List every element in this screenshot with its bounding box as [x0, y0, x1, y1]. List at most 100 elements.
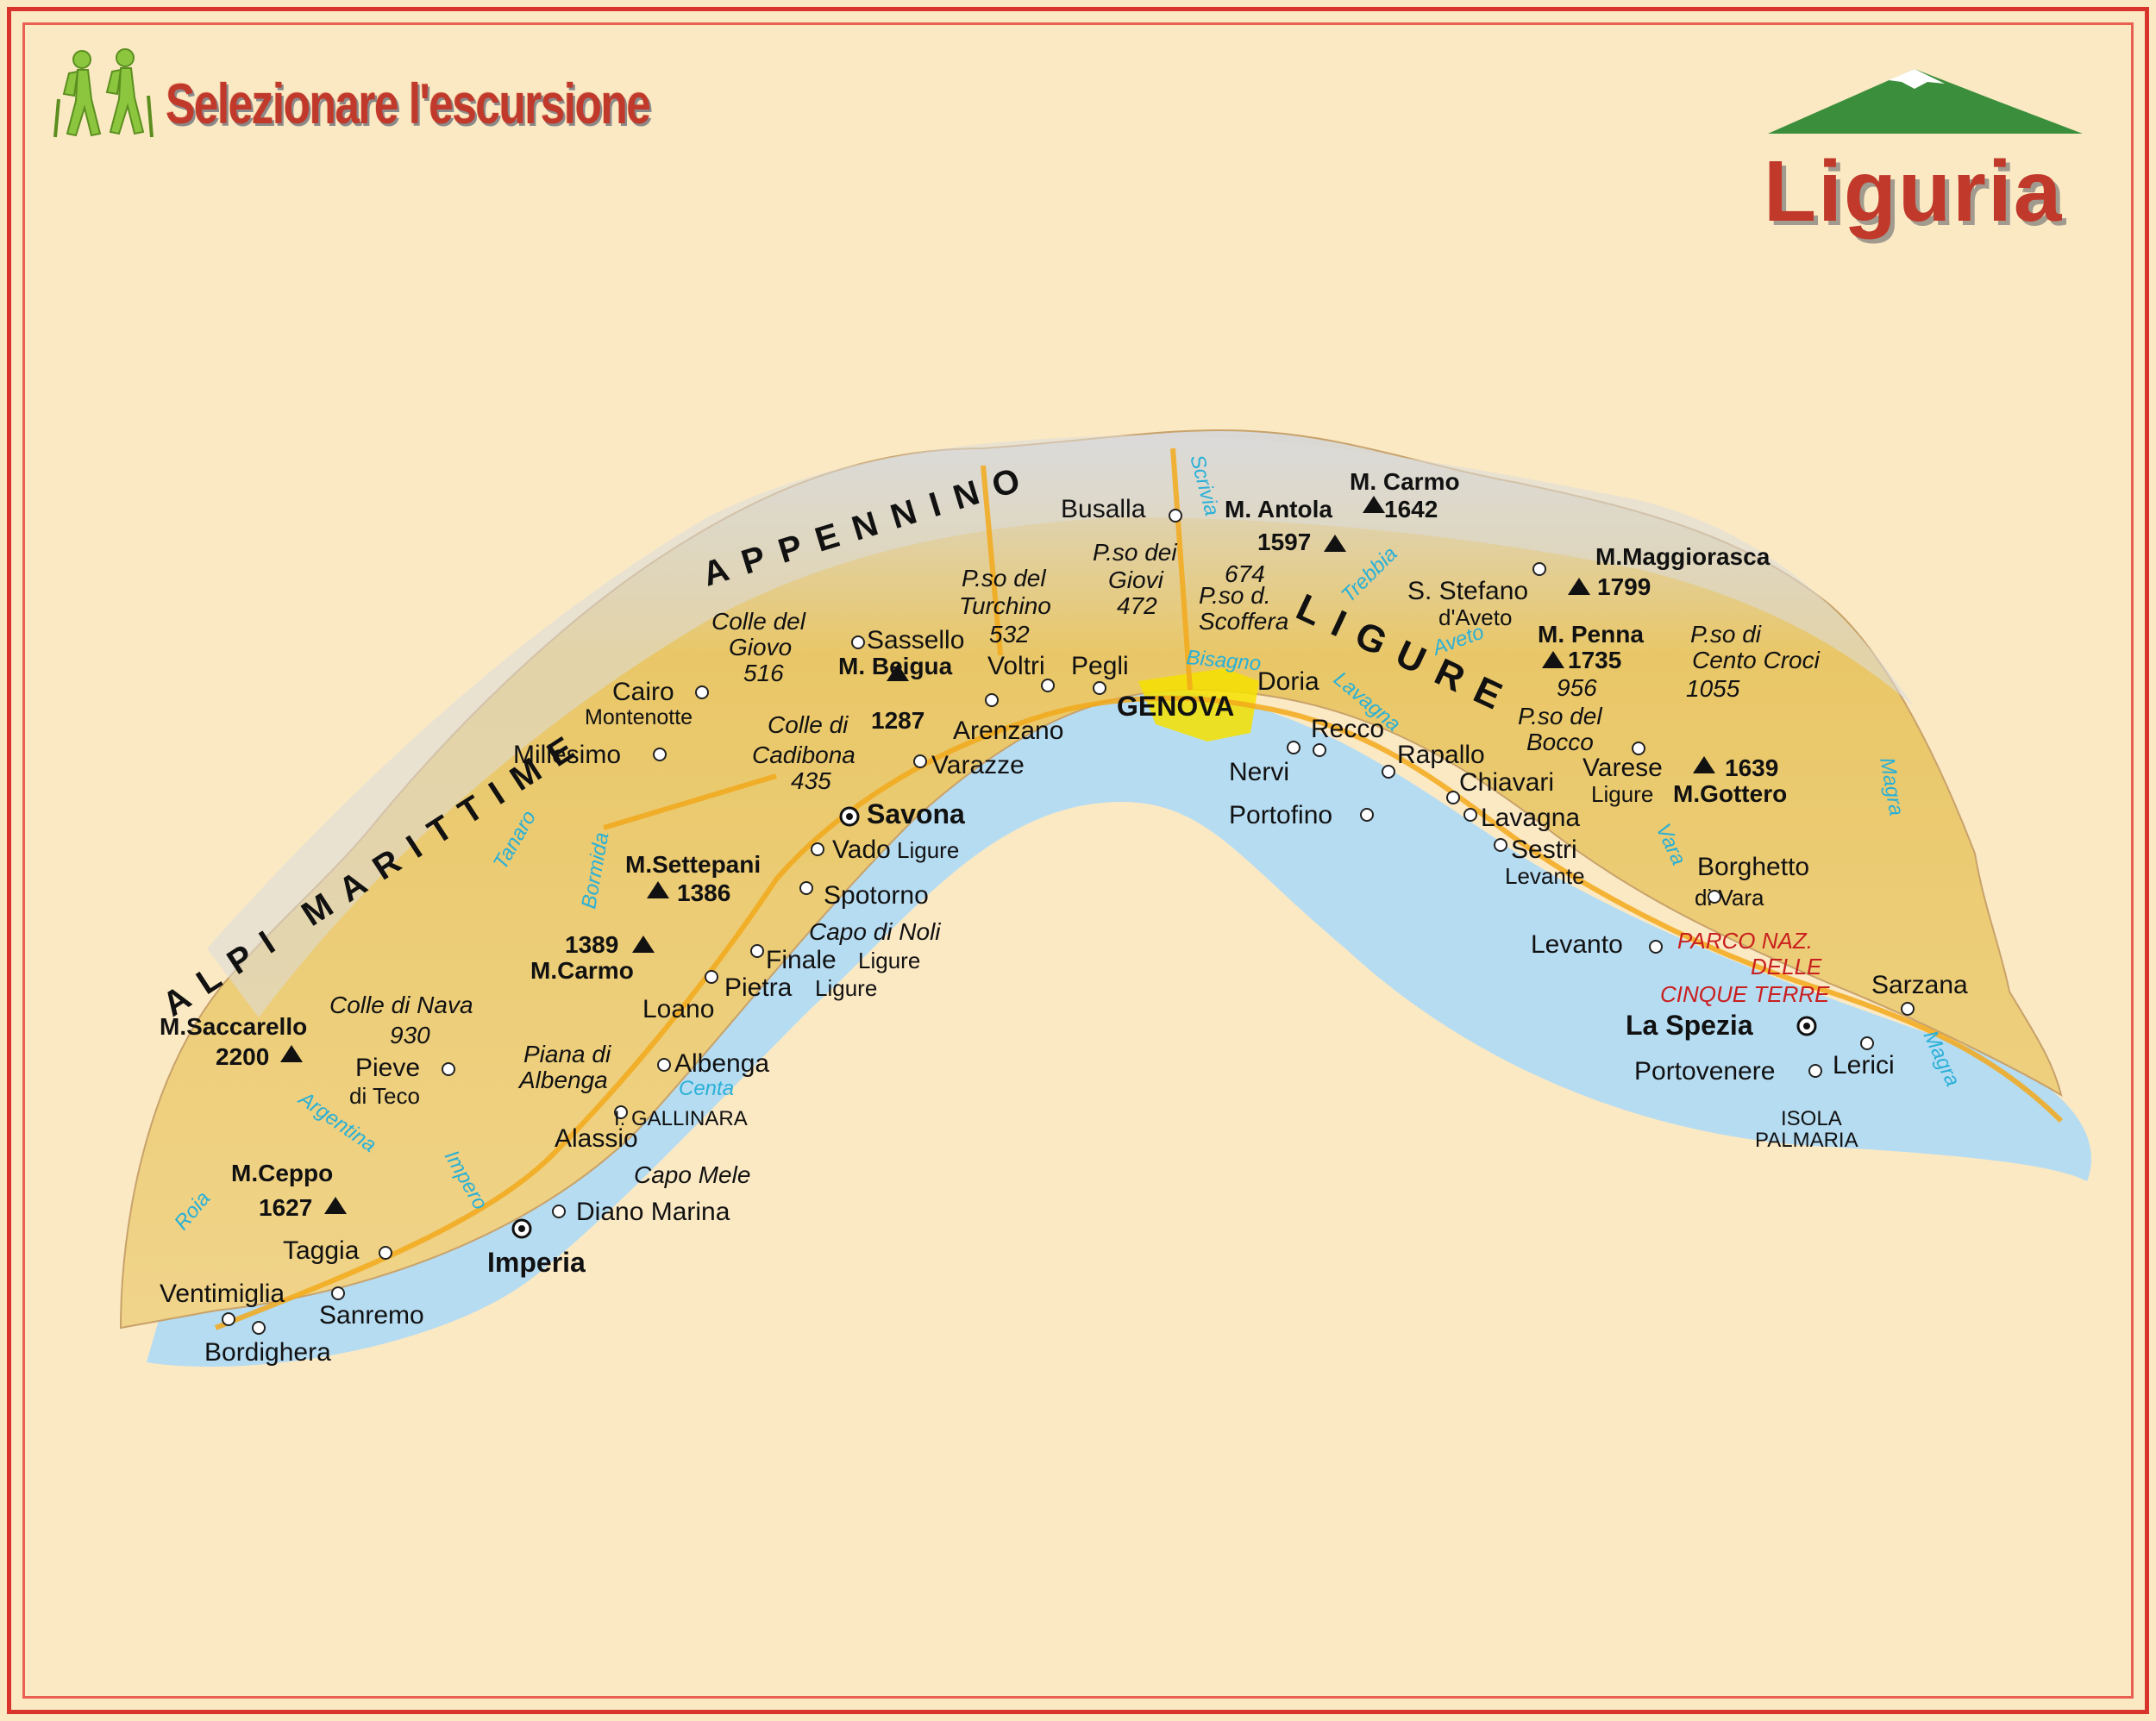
- pass-scoffera-height: 674: [1225, 560, 1265, 587]
- pass-giovo-1: Colle del: [711, 608, 806, 635]
- city-montenotte: Montenotte: [585, 705, 693, 729]
- island-gallinara: I. GALLINARA: [614, 1107, 748, 1130]
- city-doria: Doria: [1257, 667, 1319, 696]
- city-chiavari: Chiavari: [1459, 768, 1554, 797]
- cape-noli: Capo di Noli: [809, 918, 941, 945]
- peak-gottero-height: 1639: [1725, 754, 1778, 781]
- city-imperia: Imperia: [487, 1247, 586, 1278]
- pass-centocroci-1: P.so di: [1690, 621, 1762, 648]
- city-sassello: Sassello: [867, 626, 964, 654]
- island-palmaria-2: PALMARIA: [1755, 1129, 1858, 1152]
- outer-frame: [7, 7, 2149, 1714]
- city-borghetto: Borghetto: [1697, 853, 1809, 881]
- city-pietra-sub: Ligure: [815, 975, 877, 1001]
- city-finale: Finale: [766, 946, 837, 974]
- park-line-3: CINQUE TERRE: [1660, 981, 1830, 1007]
- pass-centocroci-height: 1055: [1686, 675, 1740, 702]
- peak-carmo-n: M. Carmo: [1350, 468, 1460, 495]
- city-finale-sub: Ligure: [858, 948, 920, 973]
- city-portovenere: Portovenere: [1634, 1057, 1775, 1086]
- pass-bocco-2: Bocco: [1526, 729, 1594, 755]
- city-markers: [222, 509, 1915, 1335]
- pass-cadibona-height: 435: [791, 767, 831, 794]
- city-pegli: Pegli: [1071, 652, 1129, 680]
- city-albenga: Albenga: [674, 1049, 769, 1078]
- city-sanremo: Sanremo: [319, 1301, 424, 1330]
- peak-penna-height: 1735: [1568, 647, 1621, 673]
- peak-carmo-s-height: 1389: [565, 931, 618, 958]
- peak-saccarello-height: 2200: [216, 1043, 269, 1070]
- city-sarzana: Sarzana: [1871, 971, 1968, 999]
- city-alassio: Alassio: [555, 1124, 638, 1153]
- city-busalla: Busalla: [1061, 495, 1146, 523]
- pass-turchino-1: P.so del: [962, 565, 1046, 591]
- peak-settepani-height: 1386: [677, 879, 730, 906]
- peak-ceppo-height: 1627: [259, 1194, 312, 1221]
- city-millesimo: Millesimo: [513, 741, 621, 769]
- city-genova: GENOVA: [1117, 691, 1234, 722]
- city-ventimiglia: Ventimiglia: [160, 1280, 285, 1308]
- page-title[interactable]: Selezionare l'escursione: [166, 72, 651, 135]
- genova-urban-area: [1138, 668, 1259, 742]
- city-lavagna: Lavagna: [1481, 804, 1580, 832]
- city-s-stefano-sub: d'Aveto: [1438, 604, 1512, 630]
- city-vado-sub: Ligure: [897, 837, 959, 863]
- city-nervi: Nervi: [1229, 758, 1289, 786]
- region-logo-text: Liguria: [1764, 143, 2064, 240]
- pass-nava-1: Colle di Nava: [329, 992, 473, 1018]
- city-sestri: Sestri: [1511, 835, 1577, 864]
- city-taggia: Taggia: [283, 1236, 360, 1265]
- city-arenzano: Arenzano: [953, 717, 1063, 745]
- city-spotorno: Spotorno: [824, 881, 929, 910]
- city-s-stefano: S. Stefano: [1407, 577, 1528, 605]
- park-line-2: DELLE: [1751, 954, 1822, 979]
- city-pieve: Pieve: [355, 1054, 420, 1082]
- peak-maggiorasca: M.Maggiorasca: [1595, 543, 1771, 570]
- peak-saccarello: M.Saccarello: [160, 1013, 307, 1040]
- city-varese-sub: Ligure: [1591, 781, 1653, 807]
- pass-turchino-height: 532: [989, 621, 1030, 648]
- piana-albenga-1: Piana di: [523, 1041, 611, 1067]
- peak-markers: [280, 496, 1715, 1214]
- river-centa: Centa: [679, 1077, 734, 1100]
- city-levanto: Levanto: [1531, 930, 1623, 959]
- relief-band: [207, 435, 1915, 1017]
- mountain-logo-icon: [1768, 69, 2083, 134]
- peak-antola: M. Antola: [1225, 496, 1332, 523]
- pass-giovo-height: 516: [743, 660, 784, 686]
- pass-centocroci-2: Cento Croci: [1692, 647, 1821, 673]
- pass-turchino-2: Turchino: [959, 592, 1051, 619]
- city-voltri: Voltri: [987, 652, 1045, 680]
- roads: [214, 447, 2064, 1330]
- city-sestri-sub: Levante: [1505, 863, 1585, 889]
- city-varese: Varese: [1583, 754, 1663, 782]
- island-palmaria-1: ISOLA: [1781, 1107, 1842, 1130]
- peak-carmo-n-height: 1642: [1384, 496, 1438, 523]
- pass-cadibona-2: Cadibona: [752, 742, 856, 768]
- pass-bocco-1: P.so del: [1518, 703, 1602, 729]
- city-borghetto-sub: di Vara: [1695, 885, 1764, 911]
- peak-carmo-s: M.Carmo: [530, 957, 634, 984]
- city-loano: Loano: [642, 995, 714, 1023]
- pass-giovi-1: P.so dei: [1093, 539, 1177, 566]
- pass-scoffera-2: Scoffera: [1199, 608, 1288, 635]
- hikers-icon[interactable]: [52, 47, 155, 147]
- cape-mele: Capo Mele: [634, 1161, 750, 1188]
- peak-ceppo: M.Ceppo: [231, 1160, 333, 1186]
- city-pieve-sub: di Teco: [349, 1083, 420, 1109]
- pass-nava-height: 930: [390, 1022, 430, 1048]
- peak-gottero: M.Gottero: [1673, 780, 1787, 807]
- city-lerici: Lerici: [1833, 1051, 1895, 1080]
- piana-albenga-2: Albenga: [517, 1067, 608, 1093]
- city-diano: Diano Marina: [576, 1198, 730, 1226]
- pass-giovo-2: Giovo: [729, 634, 792, 660]
- pass-scoffera-1: P.so d.: [1199, 582, 1271, 609]
- city-savona: Savona: [867, 798, 965, 829]
- peak-maggiorasca-height: 1799: [1597, 573, 1651, 600]
- peak-beigua-height: 1287: [871, 707, 924, 734]
- city-vado: Vado: [832, 835, 891, 864]
- pass-giovi-2: Giovi: [1108, 566, 1164, 593]
- city-portofino: Portofino: [1229, 801, 1332, 829]
- city-varazze: Varazze: [931, 751, 1025, 779]
